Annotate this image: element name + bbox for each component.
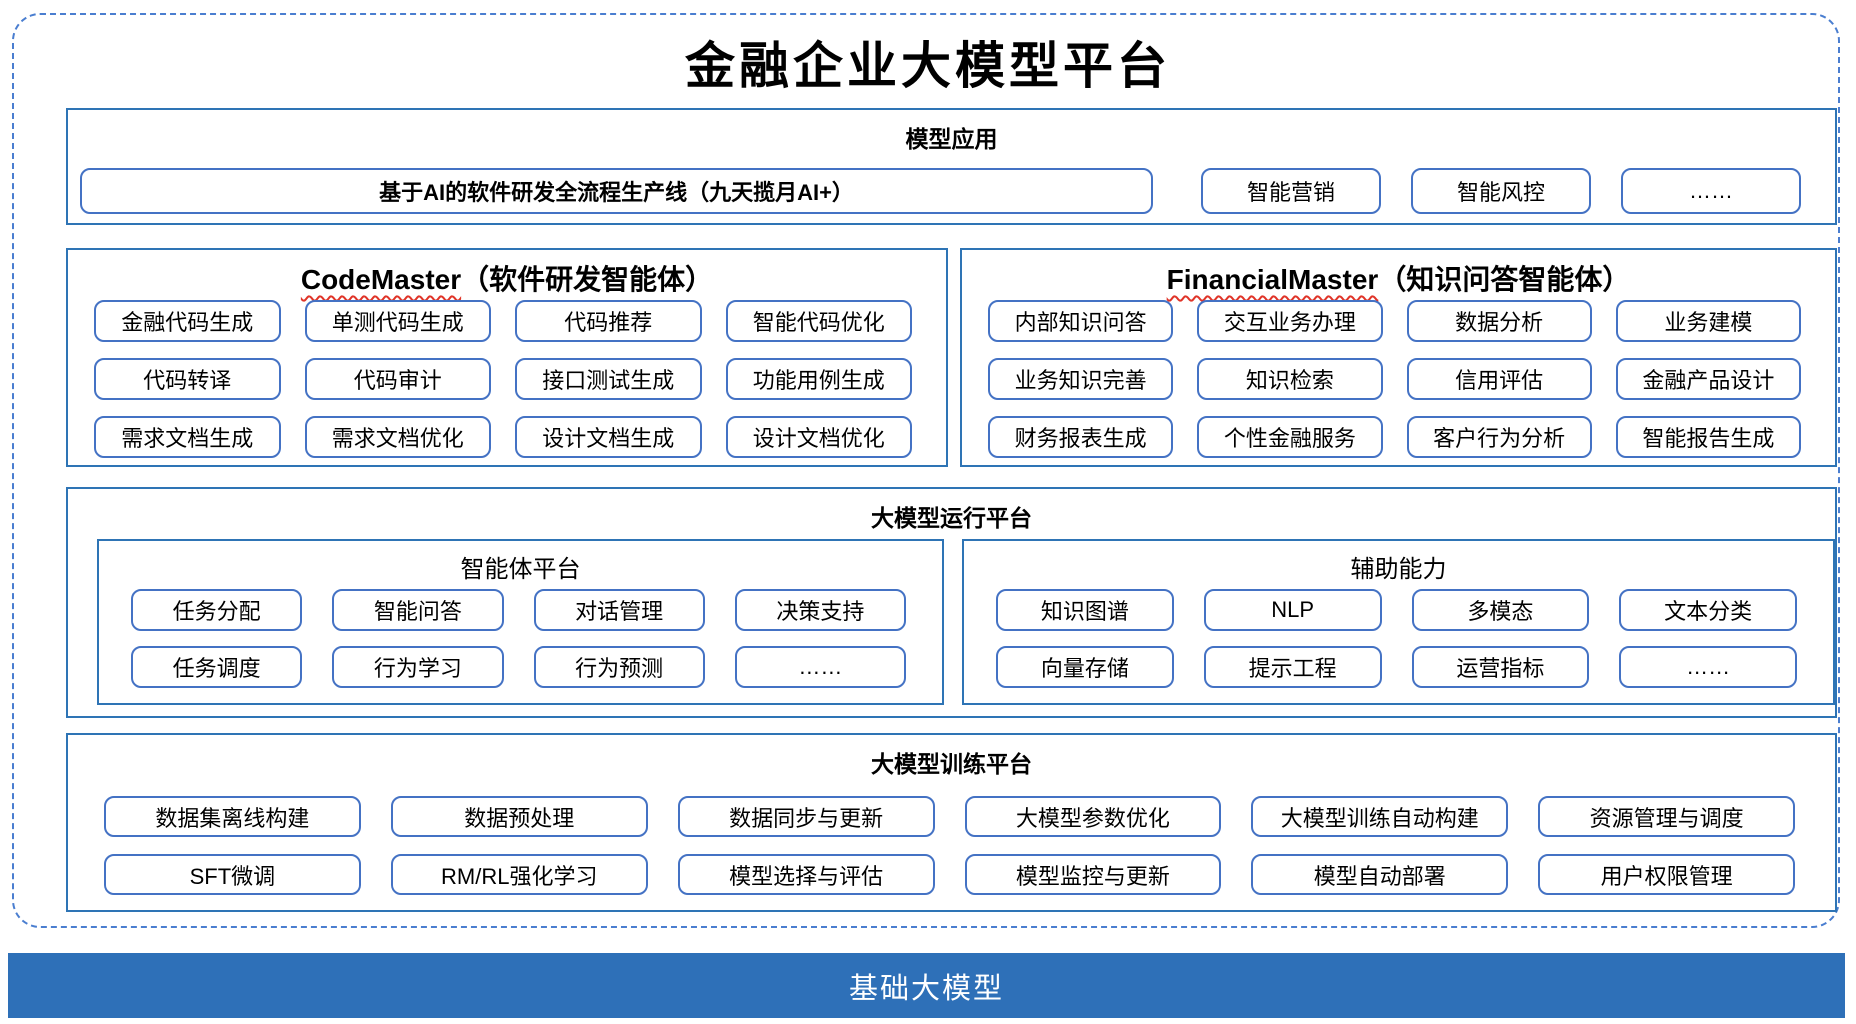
capability-box: 文本分类	[1619, 589, 1797, 631]
foundation-model-label: 基础大模型	[848, 972, 1004, 1005]
capability-box: 数据分析	[1406, 300, 1592, 342]
capability-box: 金融产品设计	[1615, 358, 1801, 400]
capability-box: ……	[1619, 646, 1797, 688]
pipeline-box: 基于AI的软件研发全流程生产线（九天揽月AI+）	[80, 168, 1153, 214]
capability-box: 决策支持	[734, 589, 906, 631]
capability-box: 智能报告生成	[1615, 416, 1801, 458]
capability-box: 模型监控与更新	[964, 854, 1222, 895]
page-title: 金融企业大模型平台	[685, 36, 1171, 95]
training-section: 大模型训练平台 数据集离线构建 数据预处理 数据同步与更新 大模型参数优化 大模…	[66, 733, 1837, 912]
capability-box: 模型自动部署	[1251, 854, 1509, 895]
capability-box: 数据预处理	[390, 796, 648, 837]
capability-box: 接口测试生成	[515, 358, 702, 400]
auxiliary-title: 辅助能力	[1350, 556, 1447, 583]
capability-box: 个性金融服务	[1197, 416, 1383, 458]
capability-box: 对话管理	[533, 589, 705, 631]
foundation-model-bar: 基础大模型	[8, 953, 1845, 1018]
codemaster-panel: CodeMaster（软件研发智能体） 金融代码生成 单测代码生成 代码推荐 智…	[66, 248, 948, 467]
capability-box: 需求文档优化	[304, 416, 491, 458]
applications-header: 模型应用	[905, 126, 998, 152]
capability-box: 大模型训练自动构建	[1251, 796, 1509, 837]
capability-box: 用户权限管理	[1538, 854, 1795, 895]
capability-box: 信用评估	[1406, 358, 1592, 400]
capability-box: 提示工程	[1203, 646, 1382, 688]
capability-box: 单测代码生成	[304, 300, 491, 342]
capability-box: SFT微调	[104, 854, 361, 895]
capability-box: 知识图谱	[996, 589, 1174, 631]
capability-box: 多模态	[1411, 589, 1590, 631]
applications-section: 模型应用 基于AI的软件研发全流程生产线（九天揽月AI+） 智能营销 智能风控 …	[66, 108, 1837, 225]
capability-box: 代码推荐	[515, 300, 702, 342]
capability-box: 智能代码优化	[725, 300, 912, 342]
runtime-header: 大模型运行平台	[871, 505, 1032, 531]
financialmaster-grid: 内部知识问答 交互业务办理 数据分析 业务建模 业务知识完善 知识检索 信用评估…	[962, 296, 1835, 458]
capability-box: 智能营销	[1201, 168, 1381, 214]
financialmaster-name: FinancialMaster	[1166, 264, 1379, 295]
capability-box: 大模型参数优化	[964, 796, 1222, 837]
capability-box: 智能风控	[1411, 168, 1591, 214]
financialmaster-subtitle: （知识问答智能体）	[1378, 264, 1631, 295]
capability-box: NLP	[1203, 589, 1382, 631]
capability-box: 知识检索	[1197, 358, 1383, 400]
capability-box: 需求文档生成	[94, 416, 281, 458]
capability-box: 向量存储	[996, 646, 1174, 688]
financialmaster-panel: FinancialMaster（知识问答智能体） 内部知识问答 交互业务办理 数…	[960, 248, 1837, 467]
codemaster-name: CodeMaster	[300, 264, 462, 295]
capability-box: 客户行为分析	[1406, 416, 1592, 458]
capability-box: RM/RL强化学习	[390, 854, 648, 895]
capability-box: 数据集离线构建	[104, 796, 361, 837]
financialmaster-title: FinancialMaster（知识问答智能体）	[962, 250, 1835, 296]
capability-box: 行为预测	[533, 646, 705, 688]
agent-platform-grid: 任务分配 智能问答 对话管理 决策支持 任务调度 行为学习 行为预测 ……	[99, 585, 942, 688]
capability-box: 财务报表生成	[988, 416, 1174, 458]
agent-platform-title: 智能体平台	[460, 556, 581, 583]
capability-box: 资源管理与调度	[1538, 796, 1795, 837]
runtime-inner-row: 智能体平台 任务分配 智能问答 对话管理 决策支持 任务调度 行为学习 行为预测…	[68, 539, 1835, 705]
capability-box: 任务分配	[131, 589, 303, 631]
capability-box: 数据同步与更新	[677, 796, 935, 837]
capability-box: 业务知识完善	[988, 358, 1174, 400]
auxiliary-grid: 知识图谱 NLP 多模态 文本分类 向量存储 提示工程 运营指标 ……	[964, 585, 1833, 688]
capability-box: ……	[734, 646, 906, 688]
training-header: 大模型训练平台	[871, 751, 1032, 777]
codemaster-title: CodeMaster（软件研发智能体）	[68, 250, 946, 296]
capability-box: ……	[1621, 168, 1801, 214]
runtime-section: 大模型运行平台 智能体平台 任务分配 智能问答 对话管理 决策支持 任务调度 行…	[66, 487, 1837, 718]
auxiliary-box: 辅助能力 知识图谱 NLP 多模态 文本分类 向量存储 提示工程 运营指标 ……	[962, 539, 1835, 705]
codemaster-grid: 金融代码生成 单测代码生成 代码推荐 智能代码优化 代码转译 代码审计 接口测试…	[68, 296, 946, 458]
capability-box: 功能用例生成	[725, 358, 912, 400]
capability-box: 智能问答	[332, 589, 504, 631]
capability-box: 代码转译	[94, 358, 281, 400]
capability-box: 金融代码生成	[94, 300, 281, 342]
capability-box: 行为学习	[332, 646, 504, 688]
capability-box: 模型选择与评估	[677, 854, 935, 895]
applications-row: 基于AI的软件研发全流程生产线（九天揽月AI+） 智能营销 智能风控 ……	[80, 168, 1823, 214]
capability-box: 设计文档优化	[725, 416, 912, 458]
codemaster-subtitle: （软件研发智能体）	[461, 264, 714, 295]
capability-box: 运营指标	[1411, 646, 1590, 688]
capability-box: 内部知识问答	[988, 300, 1174, 342]
capability-box: 设计文档生成	[515, 416, 702, 458]
capability-box: 任务调度	[131, 646, 303, 688]
capability-box: 业务建模	[1615, 300, 1801, 342]
agent-platform-box: 智能体平台 任务分配 智能问答 对话管理 决策支持 任务调度 行为学习 行为预测…	[97, 539, 944, 705]
training-grid: 数据集离线构建 数据预处理 数据同步与更新 大模型参数优化 大模型训练自动构建 …	[68, 779, 1835, 895]
capability-box: 代码审计	[304, 358, 491, 400]
capability-box: 交互业务办理	[1197, 300, 1383, 342]
